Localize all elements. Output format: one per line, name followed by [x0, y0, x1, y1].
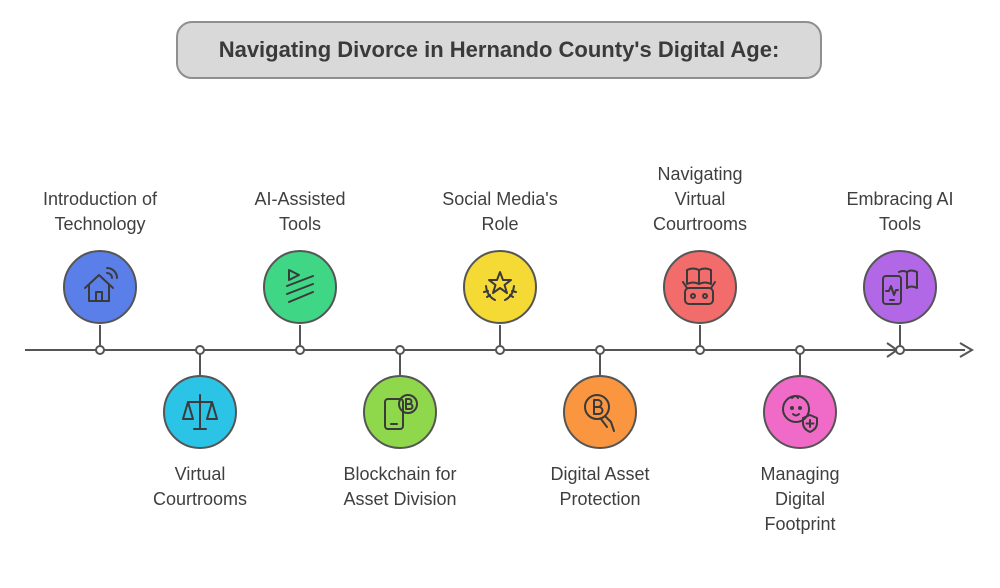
milestone-label-line: Courtrooms [652, 214, 748, 234]
milestone-dot [595, 345, 605, 355]
milestone-node [763, 375, 837, 449]
milestone-node [863, 250, 937, 324]
milestone-label-line: Footprint [764, 514, 836, 534]
scales-icon [182, 394, 218, 430]
milestone-node [563, 375, 637, 449]
bitcoin-hand-icon [584, 394, 615, 432]
milestone-dot [195, 345, 205, 355]
milestone-label-line: Introduction of [42, 189, 158, 209]
milestone-label-line: Asset Division [343, 489, 457, 509]
milestone-label-line: AI-Assisted [254, 189, 346, 209]
ai-lines-icon [286, 269, 314, 303]
milestone-dot [895, 345, 905, 355]
milestone-dot [795, 345, 805, 355]
milestone-label-line: Virtual [174, 464, 226, 484]
star-laurel-icon [483, 271, 517, 301]
milestone-label-line: Digital Asset [550, 464, 650, 484]
milestone-label-line: Role [481, 214, 519, 234]
milestone-label-line: Courtrooms [152, 489, 248, 509]
milestone-label-line: Tools [278, 214, 322, 234]
milestone-dot [695, 345, 705, 355]
milestone-label-line: Protection [559, 489, 641, 509]
book-robot-icon [682, 267, 716, 305]
diagram-title: Navigating Divorce in Hernando County's … [218, 37, 780, 62]
milestone-label-line: Tools [878, 214, 922, 234]
milestone-node [263, 250, 337, 324]
milestone-label-line: Virtual [674, 189, 726, 209]
title-box: Navigating Divorce in Hernando County's … [176, 21, 822, 79]
milestone-label-line: Blockchain for [343, 464, 457, 484]
milestone-node [363, 375, 437, 449]
milestone-node [163, 375, 237, 449]
milestone-label: Introduction of Technology [25, 187, 175, 237]
milestone-dot [295, 345, 305, 355]
milestone-dot [395, 345, 405, 355]
milestone-label-line: Managing [760, 464, 840, 484]
baby-shield-icon [782, 395, 818, 433]
phone-bitcoin-icon [384, 394, 418, 430]
smart-home-icon [84, 267, 118, 302]
milestone-label-line: Digital [774, 489, 826, 509]
milestone-dot [495, 345, 505, 355]
milestone-label-line: Technology [54, 214, 146, 234]
timeline-arrow-icon [959, 342, 974, 358]
milestone-label-line: Social Media's [442, 189, 558, 209]
milestone-node [463, 250, 537, 324]
milestone-node [663, 250, 737, 324]
milestone-label: Embracing AI Tools [825, 187, 975, 237]
tablet-book-icon [882, 269, 918, 305]
milestone-dot [95, 345, 105, 355]
milestone-node [63, 250, 137, 324]
milestone-label-line: Embracing AI [846, 189, 954, 209]
milestone-label-line: Navigating [657, 164, 743, 184]
